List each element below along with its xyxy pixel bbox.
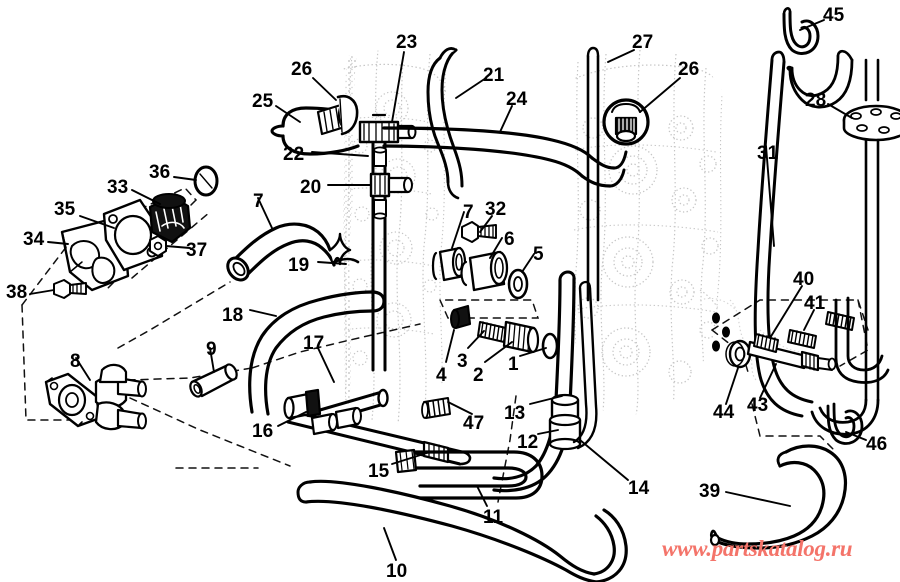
- part-11-hose: [394, 448, 544, 500]
- callout-3: 3: [457, 351, 468, 372]
- callout-40: 40: [793, 269, 815, 290]
- callout-15: 15: [368, 461, 390, 482]
- parts-40-41-43-44: [712, 311, 855, 372]
- part-16-17-fittings: [283, 388, 389, 436]
- callout-12: 12: [517, 432, 539, 453]
- part-35-gasket: [102, 198, 164, 272]
- callout-34: 34: [23, 229, 45, 250]
- part-45-clip: [782, 7, 820, 55]
- part-36-oring: [193, 165, 219, 197]
- callout-32: 32: [485, 199, 507, 220]
- callout-46: 46: [866, 434, 888, 455]
- callout-24: 24: [506, 89, 528, 110]
- callout-11: 11: [483, 507, 504, 528]
- callout-1: 1: [508, 354, 519, 375]
- part-38-screw: [53, 279, 87, 299]
- callout-13: 13: [504, 403, 526, 424]
- part-7-hose: [226, 222, 352, 282]
- engine-texture-detail: [699, 297, 801, 381]
- part-12-13-pipes: [492, 270, 598, 493]
- callout-2: 2: [473, 365, 484, 386]
- callout-23: 23: [396, 32, 418, 53]
- part-22-rail: [358, 113, 417, 372]
- callout-47: 47: [463, 413, 485, 434]
- callout-36: 36: [149, 162, 171, 183]
- part-21-hose: [426, 47, 464, 200]
- part-10-hose: [296, 479, 628, 582]
- callout-44: 44: [713, 402, 735, 423]
- part-right-hose-bends: [834, 296, 890, 384]
- part-19-hose: [332, 257, 360, 264]
- part-46-clip: [826, 402, 864, 445]
- callout-20: 20: [300, 177, 322, 198]
- callout-22: 22: [283, 144, 305, 165]
- engine-block-background-right: [571, 49, 726, 419]
- callout-leaders: [29, 19, 867, 561]
- callout-43: 43: [747, 395, 769, 416]
- site-watermark: www.partskatalog.ru: [662, 536, 853, 561]
- part-26b-fitting: [602, 98, 650, 188]
- callout-14: 14: [628, 478, 650, 499]
- callout-41: 41: [804, 293, 826, 314]
- callout-33: 33: [107, 177, 129, 198]
- callout-19: 19: [288, 255, 310, 276]
- callout-6: 6: [504, 229, 515, 250]
- callout-28: 28: [805, 90, 827, 111]
- callout-10: 10: [386, 561, 408, 582]
- callout-26-left: 26: [291, 59, 313, 80]
- callout-45: 45: [823, 5, 845, 26]
- callout-8: 8: [70, 351, 81, 372]
- callout-26-right: 26: [678, 59, 700, 80]
- callout-9: 9: [206, 339, 217, 360]
- part-39-hose: [709, 444, 848, 550]
- callout-37: 37: [186, 240, 208, 261]
- callout-35: 35: [54, 199, 76, 220]
- callout-39: 39: [699, 481, 721, 502]
- part-31-tube: [753, 50, 814, 418]
- part-37-nut: [149, 235, 167, 257]
- parts-center-fittings: [431, 221, 559, 360]
- callout-18: 18: [222, 305, 244, 326]
- part-24-hose: [382, 126, 616, 188]
- callout-7-center: 7: [463, 202, 474, 223]
- part-27-rod: [586, 46, 600, 302]
- callout-7-left: 7: [253, 191, 264, 212]
- callout-31: 31: [757, 143, 779, 164]
- callout-21: 21: [483, 65, 505, 86]
- part-26a-fitting: [316, 94, 359, 136]
- callout-17: 17: [303, 333, 325, 354]
- parts-artwork: [44, 7, 900, 582]
- callout-27: 27: [632, 32, 654, 53]
- part-33-thermostat: [148, 193, 192, 244]
- callout-4: 4: [436, 365, 447, 386]
- callout-25: 25: [252, 91, 274, 112]
- callout-5: 5: [533, 244, 544, 265]
- part-8-manifold: [44, 363, 147, 431]
- part-47-spring: [421, 397, 451, 419]
- callout-16: 16: [252, 421, 274, 442]
- callout-38: 38: [6, 282, 28, 303]
